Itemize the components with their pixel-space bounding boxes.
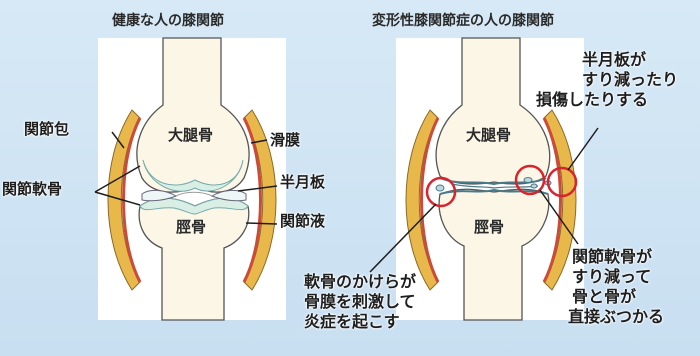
oa-knee-title: 変形性膝関節症の人の膝関節 — [372, 10, 554, 30]
joint-capsule-label: 関節包 — [24, 120, 69, 139]
fragment-note: 軟骨のかけらが 骨膜を刺激して 炎症を起こす — [304, 272, 416, 332]
healthy-knee-title: 健康な人の膝関節 — [112, 10, 224, 30]
synovial-fluid-label: 関節液 — [280, 212, 325, 231]
oa-tibia-label: 脛骨 — [474, 216, 504, 237]
oa-femur-label: 大腿骨 — [466, 124, 511, 145]
meniscus-label: 半月板 — [280, 173, 325, 192]
articular-cartilage-label: 関節軟骨 — [2, 180, 62, 199]
healthy-tibia-label: 脛骨 — [176, 216, 206, 237]
cartilage-note: 関節軟骨が すり減って 骨と骨が 直接ぶつかる — [572, 247, 664, 327]
synovium-label: 滑膜 — [270, 131, 300, 150]
healthy-femur-label: 大腿骨 — [168, 124, 213, 145]
meniscus-note: 半月板が すり減ったり 損傷したりする — [582, 50, 678, 110]
